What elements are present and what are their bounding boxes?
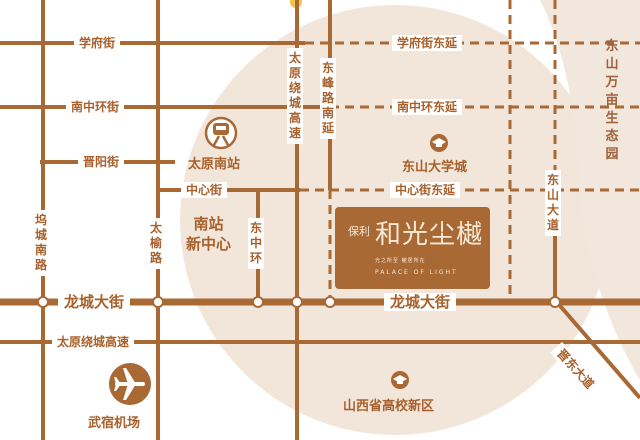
intersection-node bbox=[324, 296, 336, 308]
road-label-ring-expressway-north: 太原绕城高速 bbox=[287, 48, 303, 144]
road-label-jinyang: 晋阳街 bbox=[78, 154, 125, 170]
place-label-shanxi-college-district: 山西省高校新区 bbox=[343, 399, 435, 414]
place-label-south-station-center: 南站 新中心 bbox=[186, 215, 232, 253]
intersection-node bbox=[152, 296, 164, 308]
road-label-longcheng-west: 龙城大街 bbox=[58, 293, 131, 311]
road-jingdong bbox=[553, 298, 640, 400]
brand-logo: 保利 bbox=[348, 225, 370, 238]
place-label-wusu-airport: 武宿机场 bbox=[88, 416, 141, 431]
intersection-node bbox=[291, 296, 303, 308]
road-label-wucheng: 坞城南路 bbox=[33, 210, 49, 276]
road-label-taiyu: 太榆路 bbox=[148, 218, 164, 269]
place-label-south-station: 太原南站 bbox=[188, 157, 241, 172]
railway-station-icon bbox=[204, 116, 238, 150]
place-label-dongshan-ecopark: 东山万亩生态园 bbox=[605, 39, 619, 162]
project-tagline: 光之所至 樾居所在 bbox=[375, 258, 426, 264]
road-label-zhongxin-east: 中心街东延 bbox=[390, 182, 461, 198]
road-label-dongfeng: 东峰路南延 bbox=[320, 58, 336, 139]
project-badge: 保利 和光尘樾 光之所至 樾居所在 PALACE OF LIGHT bbox=[335, 207, 490, 289]
project-english-name: PALACE OF LIGHT bbox=[375, 269, 458, 276]
intersection-node bbox=[37, 296, 49, 308]
road-label-longcheng-east: 龙城大街 bbox=[384, 293, 457, 311]
place-label-dongshan-university-city: 东山大学城 bbox=[402, 160, 468, 175]
project-name: 和光尘樾 bbox=[375, 220, 484, 250]
road-label-zhongxin: 中心街 bbox=[181, 182, 228, 198]
graduation-cap-icon bbox=[391, 371, 409, 389]
road-label-dongshan-avenue: 东山大道 bbox=[545, 170, 561, 236]
intersection-node bbox=[549, 296, 561, 308]
intersection-node bbox=[252, 296, 264, 308]
road-label-ring-expressway-south: 太原绕城高速 bbox=[52, 334, 135, 350]
road-label-xuefu-east: 学府街东延 bbox=[392, 35, 463, 51]
road-label-xuefu: 学府街 bbox=[74, 35, 121, 51]
graduation-cap-icon bbox=[430, 134, 448, 152]
road-label-nanzhonghuan-east: 南中环东延 bbox=[392, 99, 463, 115]
road-label-nanzhonghuan: 南中环街 bbox=[66, 99, 125, 115]
airplane-icon bbox=[109, 363, 151, 405]
road-label-dongzhonghuan: 东中环 bbox=[248, 218, 264, 269]
